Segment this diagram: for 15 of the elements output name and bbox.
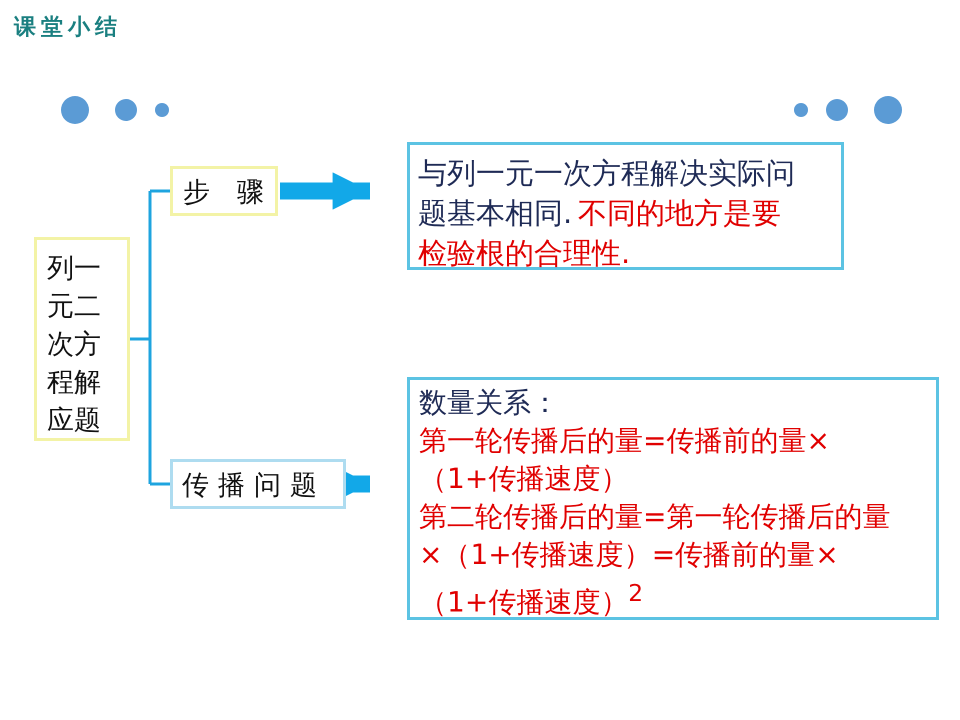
formula-text: 第一轮传播后的量=传播前的量×（1+传播速度） <box>419 423 831 497</box>
bracket-line <box>128 190 172 486</box>
topic-box <box>170 459 346 509</box>
node-label: 列一元二次方程解应题 <box>47 252 102 438</box>
note-box <box>407 142 844 270</box>
note-text: 与列一元一次方程解决实际问题基本相同. 不同的地方是要检验根的合理性. <box>418 155 796 272</box>
heading-text: 数量关系： <box>419 385 560 421</box>
topic-box <box>34 237 130 441</box>
note-box <box>407 377 939 620</box>
formula-text: 第二轮传播后的量=第一轮传播后的量×（1+传播速度）=传播前的量×（1+传播速度）$^{2}$ <box>419 499 892 620</box>
node-label: 步 骤 <box>183 176 265 210</box>
node-label: 传播问题 <box>182 469 327 503</box>
step-box <box>170 166 278 216</box>
block-arrow <box>280 172 370 210</box>
slide-title: 课堂小结 <box>14 13 122 42</box>
